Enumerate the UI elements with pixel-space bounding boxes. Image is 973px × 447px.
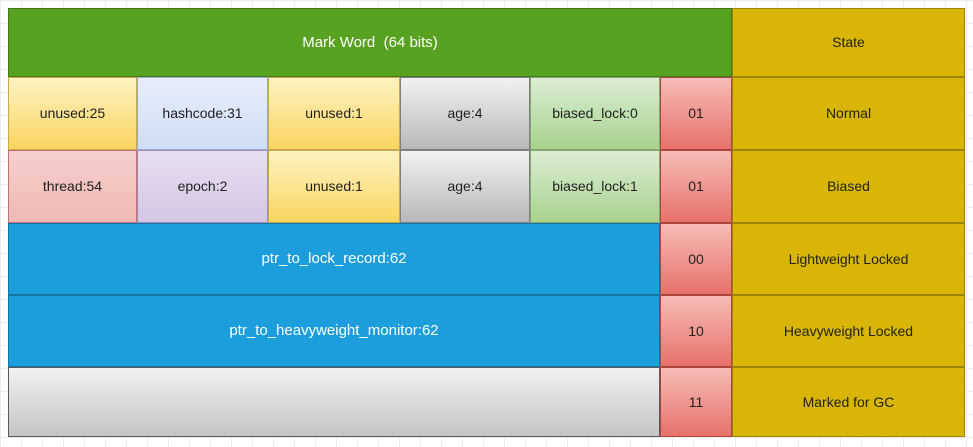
field-cell-unused-1: unused:1 [268,77,400,150]
bits-cell-biased: 01 [660,150,732,223]
mark-word-diagram: Mark Word (64 bits) State unused:25 hash… [8,8,965,437]
state-cell-biased: Biased [732,150,965,223]
field-cell-thread-54: thread:54 [8,150,137,223]
field-cell-age-4: age:4 [400,77,530,150]
bits-cell-gc: 11 [660,367,732,437]
state-cell-heavyweight: Heavyweight Locked [732,295,965,367]
field-cell-unused-1-biased: unused:1 [268,150,400,223]
state-header: State [732,8,965,77]
field-cell-age-4-biased: age:4 [400,150,530,223]
state-cell-normal: Normal [732,77,965,150]
field-cell-epoch-2: epoch:2 [137,150,268,223]
state-cell-gc: Marked for GC [732,367,965,437]
field-cell-unused-25: unused:25 [8,77,137,150]
state-cell-lightweight: Lightweight Locked [732,223,965,295]
field-cell-ptr-to-lock-record: ptr_to_lock_record:62 [8,223,660,295]
bits-cell-lightweight: 00 [660,223,732,295]
field-cell-empty-gc [8,367,660,437]
bits-cell-heavyweight: 10 [660,295,732,367]
field-cell-hashcode-31: hashcode:31 [137,77,268,150]
field-cell-biased-lock-1: biased_lock:1 [530,150,660,223]
field-cell-biased-lock-0: biased_lock:0 [530,77,660,150]
bits-cell-normal: 01 [660,77,732,150]
mark-word-header: Mark Word (64 bits) [8,8,732,77]
field-cell-ptr-to-heavyweight-monitor: ptr_to_heavyweight_monitor:62 [8,295,660,367]
